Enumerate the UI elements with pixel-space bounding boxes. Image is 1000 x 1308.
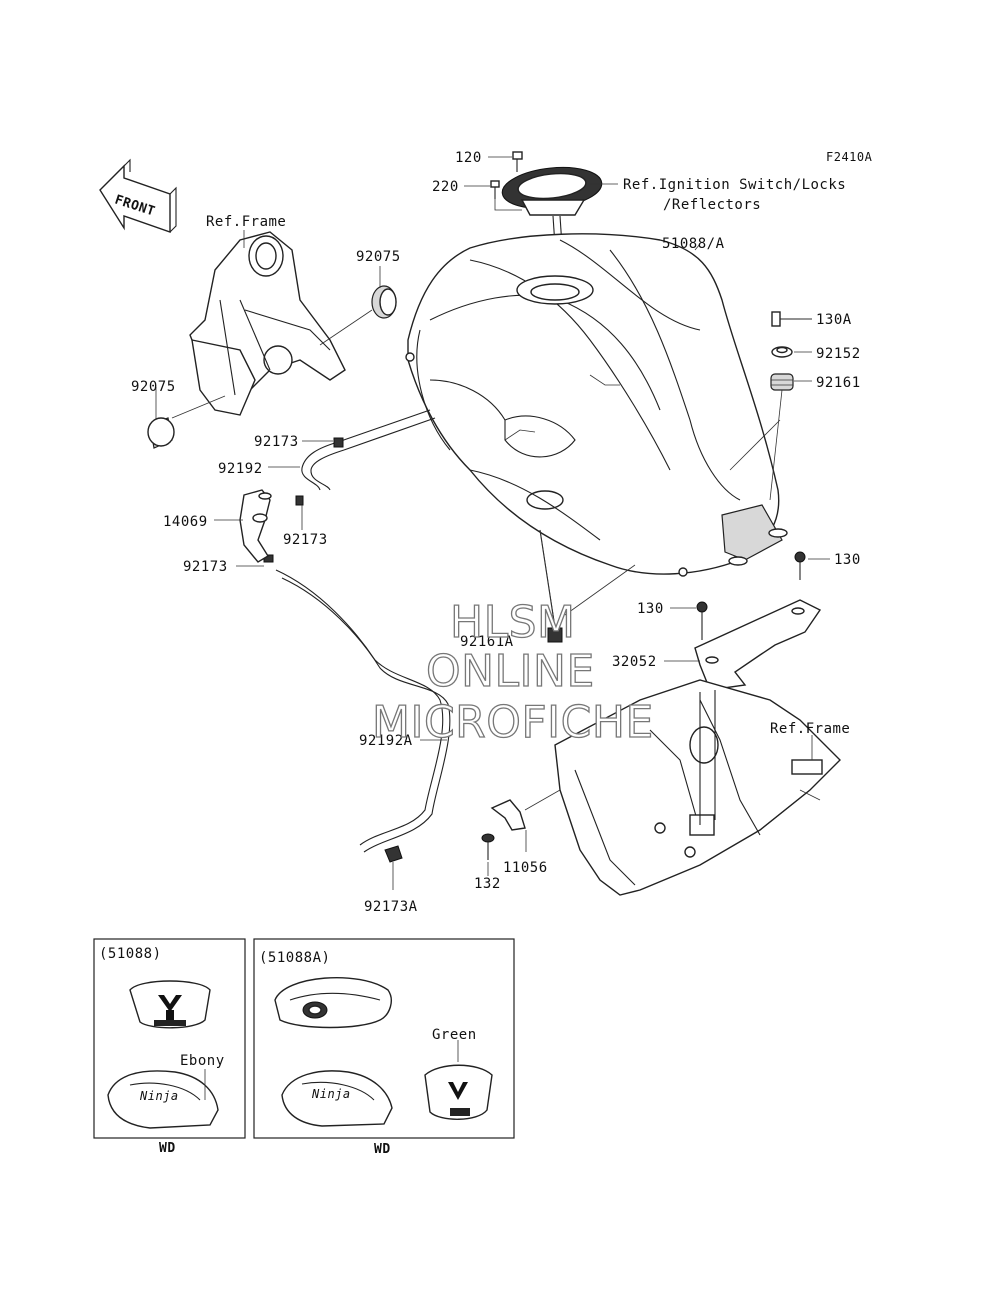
label-92161: 92161 bbox=[816, 375, 861, 391]
variant-box-51088a-title: (51088A) bbox=[259, 950, 330, 966]
label-92173a: 92173A bbox=[364, 899, 418, 915]
label-92192: 92192 bbox=[218, 461, 263, 477]
front-arrow-icon: FRONT bbox=[99, 158, 177, 233]
svg-text:Ninja: Ninja bbox=[311, 1087, 351, 1101]
damper-92075-right-icon bbox=[371, 285, 397, 319]
watermark-line-1: HLSM bbox=[450, 597, 576, 648]
frame-lower bbox=[554, 679, 841, 896]
label-ignition-ref-2: /Reflectors bbox=[663, 197, 761, 213]
label-92173-c: 92173 bbox=[183, 559, 228, 575]
clamp-92173-icon bbox=[263, 437, 344, 563]
variant-box-51088-color: Ebony bbox=[180, 1053, 225, 1069]
label-ref-frame-bottom: Ref.Frame bbox=[770, 721, 850, 737]
label-11056: 11056 bbox=[503, 860, 548, 876]
bolt-220-icon bbox=[490, 180, 522, 211]
fuel-tank bbox=[405, 233, 788, 577]
label-92192a: 92192A bbox=[359, 733, 413, 749]
breather-hose-92192 bbox=[301, 409, 436, 491]
label-51088a: 51088/A bbox=[662, 236, 725, 252]
watermark-line-2: ONLINE bbox=[426, 646, 595, 697]
bracket-32052 bbox=[694, 599, 822, 691]
bolt-130-mid-icon bbox=[696, 601, 708, 640]
bolt-120-icon bbox=[512, 151, 523, 172]
label-92173-a: 92173 bbox=[254, 434, 299, 450]
bolt-132-icon bbox=[481, 833, 495, 860]
label-14069: 14069 bbox=[163, 514, 208, 530]
label-ref-frame-top: Ref.Frame bbox=[206, 214, 286, 230]
diagram-code: F2410A bbox=[826, 150, 873, 164]
variant-box-51088a-footer: WD bbox=[374, 1142, 391, 1157]
variant-box-51088-footer: WD bbox=[159, 1141, 176, 1156]
watermark-line-3: MICROFICHE bbox=[372, 697, 654, 748]
label-132: 132 bbox=[474, 876, 501, 892]
variant-box-51088a-color: Green bbox=[432, 1027, 477, 1043]
label-32052: 32052 bbox=[612, 654, 657, 670]
variant-box-51088-title: (51088) bbox=[99, 946, 162, 962]
label-220: 220 bbox=[432, 179, 459, 195]
damper-92161-icon bbox=[770, 373, 794, 391]
fuel-cap-assembly bbox=[501, 166, 603, 291]
label-92161a: 92161A bbox=[460, 634, 514, 650]
bolt-130-right-icon bbox=[794, 551, 806, 580]
label-130-right: 130 bbox=[834, 552, 861, 568]
variant-box-51088: (51088) Ninja Ebony bbox=[93, 938, 246, 1139]
label-92075-top: 92075 bbox=[356, 249, 401, 265]
label-92173-b: 92173 bbox=[283, 532, 328, 548]
label-ignition-ref-1: Ref.Ignition Switch/Locks bbox=[623, 177, 846, 193]
label-130a: 130A bbox=[816, 312, 852, 328]
label-130-mid: 130 bbox=[637, 601, 664, 617]
fitting-14069 bbox=[239, 489, 272, 563]
clip-11056-icon bbox=[490, 799, 526, 831]
leader-lines bbox=[155, 156, 830, 890]
damper-92075-left-icon bbox=[147, 417, 175, 449]
frame-upper bbox=[189, 231, 346, 416]
washer-92152-icon bbox=[771, 346, 793, 358]
drain-hose-92192a bbox=[275, 569, 451, 853]
watermark: HLSM ONLINE MICROFICHE bbox=[371, 596, 654, 748]
svg-text:Ninja: Ninja bbox=[139, 1089, 179, 1103]
label-92075-left: 92075 bbox=[131, 379, 176, 395]
variant-box-51088a: (51088A) Ninja Green bbox=[253, 938, 515, 1139]
clamp-92173a-icon bbox=[384, 845, 403, 863]
label-120: 120 bbox=[455, 150, 482, 166]
label-92152: 92152 bbox=[816, 346, 861, 362]
